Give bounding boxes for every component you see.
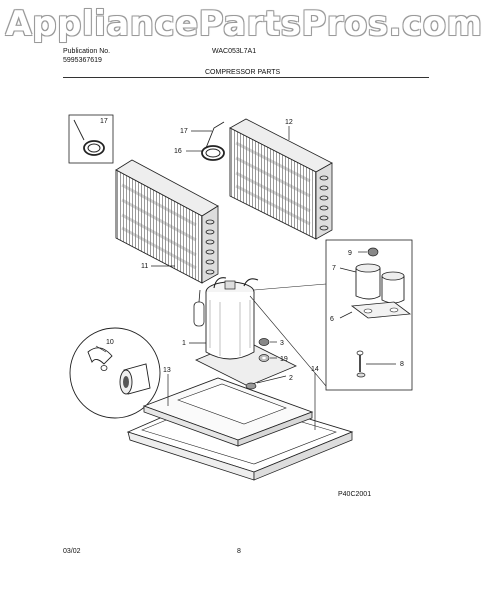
callout-12: 12 xyxy=(285,119,293,126)
callout-7: 7 xyxy=(332,265,336,272)
callout-11: 11 xyxy=(141,263,148,270)
section-title: COMPRESSOR PARTS xyxy=(205,69,281,76)
tube-inset-17: 17 xyxy=(68,114,114,164)
callout-9: 9 xyxy=(348,250,352,257)
evaporator-coil-11: 11 xyxy=(115,159,219,284)
grommet-2: 2 xyxy=(245,375,293,390)
callout-2: 2 xyxy=(289,375,293,382)
figure-code: P40C2001 xyxy=(338,491,371,498)
publication-label: Publication No. xyxy=(63,48,111,55)
washer-19: 19 xyxy=(258,354,288,363)
callout-19: 19 xyxy=(280,356,288,363)
callout-14: 14 xyxy=(311,366,319,373)
callout-16: 16 xyxy=(174,148,182,155)
overload-box: 9 7 6 8 xyxy=(325,239,413,391)
callout-13: 13 xyxy=(163,367,171,374)
footer-page: 8 xyxy=(237,548,241,555)
callout-6: 6 xyxy=(330,316,334,323)
footer-date: 03/02 xyxy=(63,548,81,555)
model-number: WAC053L7A1 xyxy=(212,48,257,55)
compressor-1: 1 xyxy=(182,277,297,387)
capillary-tube-16: 17 16 xyxy=(174,121,225,161)
fitting-detail-10: 10 xyxy=(69,327,161,419)
watermark-logo: AppliancePartsPros.com xyxy=(5,4,483,44)
header-rule xyxy=(63,77,429,78)
condenser-coil-12: 12 xyxy=(229,118,333,240)
nut-3: 3 xyxy=(258,338,284,347)
tray-13: 13 xyxy=(142,367,314,447)
callout-17: 17 xyxy=(180,128,188,135)
callout-10: 10 xyxy=(106,339,114,346)
callout-3: 3 xyxy=(280,340,284,347)
callout-1: 1 xyxy=(182,340,186,347)
callout-8: 8 xyxy=(400,361,404,368)
callout-17-inset: 17 xyxy=(100,118,108,125)
publication-number: 5995367619 xyxy=(63,57,102,64)
